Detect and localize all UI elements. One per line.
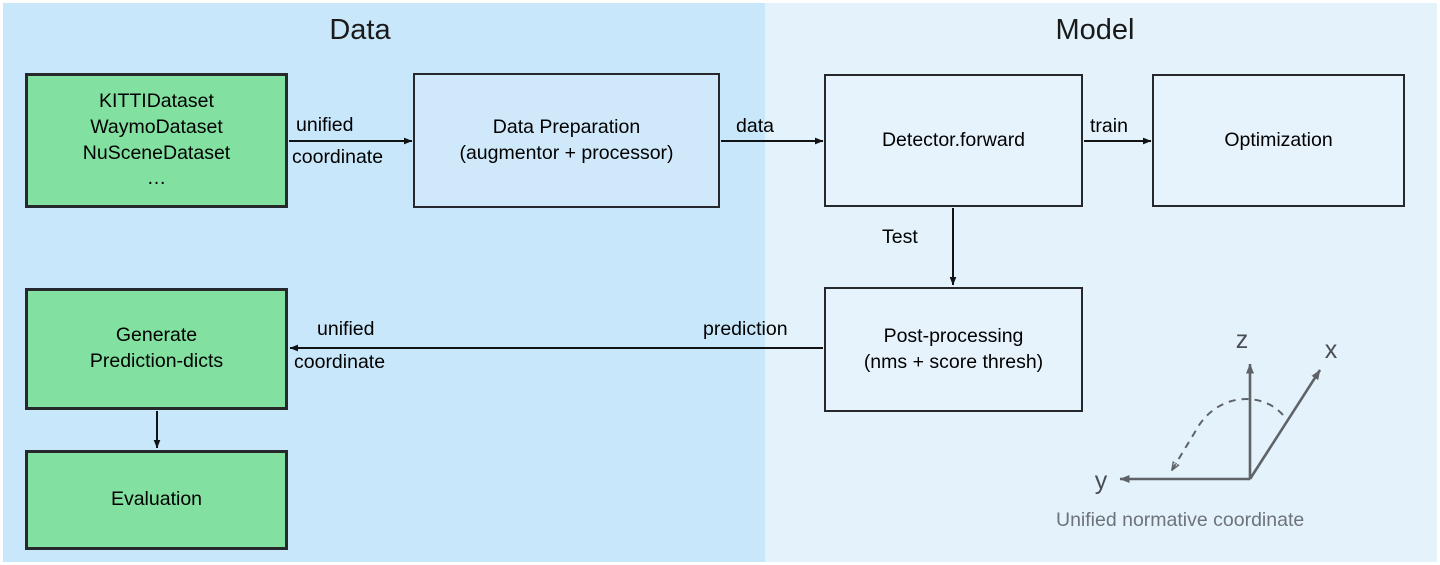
edge-label-unified-top: unified [296,114,354,136]
coordinate-widget-caption: Unified normative coordinate [1056,509,1305,531]
box-optimization: Optimization [1152,74,1405,207]
box-post-processing: Post-processing (nms + score thresh) [824,287,1083,412]
section-title-data: Data [329,14,391,46]
edge-label-train: train [1090,115,1128,137]
box-datasets: KITTIDataset WaymoDataset NuSceneDataset… [25,73,288,208]
box-detector-forward: Detector.forward [824,74,1083,207]
edge-label-test: Test [882,226,918,248]
edge-label-data: data [736,115,774,137]
edge-label-unified-bottom: unified [317,318,375,340]
edge-label-prediction: prediction [703,318,788,340]
edge-label-coordinate-bottom: coordinate [294,351,386,373]
box-generate-prediction-dicts: Generate Prediction-dicts [25,288,288,410]
section-title-model: Model [1055,14,1135,46]
box-data-preparation: Data Preparation (augmentor + processor) [413,73,720,208]
edge-label-coordinate-top: coordinate [292,146,384,168]
box-evaluation: Evaluation [25,450,288,550]
